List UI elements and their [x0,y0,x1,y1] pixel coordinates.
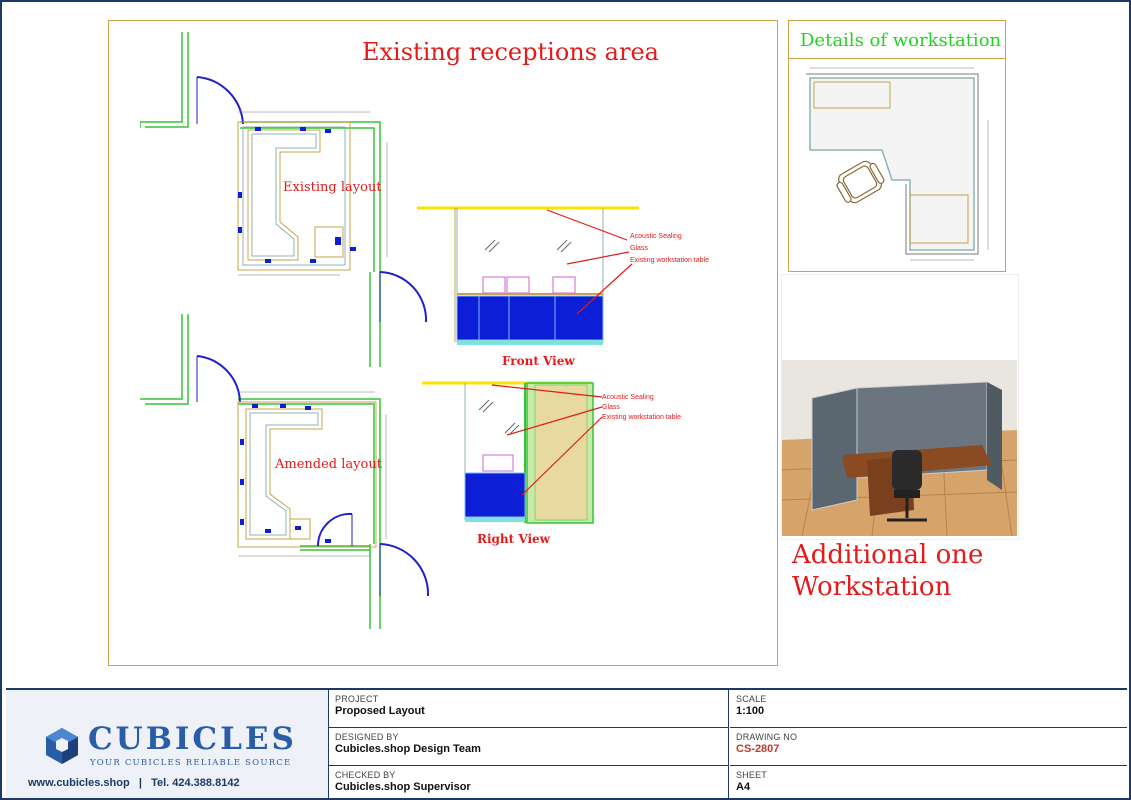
checked-by-label: CHECKED BY [335,770,396,780]
front-note-table: Existing workstation table [630,257,709,264]
cubicles-logo-icon [46,728,78,764]
right-note-glass: Glass [602,404,620,411]
front-note-glass: Glass [630,245,648,252]
right-note-table: Existing workstation table [602,414,681,421]
project-label: PROJECT [335,694,379,704]
logo-name: CUBICLES [88,721,297,757]
right-note-acoustic: Acoustic Sealing [602,394,654,401]
scale-cell: SCALE 1:100 [730,690,1127,728]
sheet-label: SHEET [736,770,768,780]
photo-caption-line1: Additional one [792,540,984,570]
title-block: CUBICLES YOUR CUBICLES RELIABLE SOURCE w… [6,688,1127,798]
project-cell: PROJECT Proposed Layout [329,690,729,728]
project-value: Proposed Layout [335,705,425,717]
front-note-acoustic: Acoustic Sealing [630,233,682,240]
amended-layout-label: Amended layout [275,457,382,472]
existing-layout-label: Existing layout [283,180,382,195]
front-view-label: Front View [502,354,575,368]
checked-by-value: Cubicles.shop Supervisor [335,781,471,793]
right-view-label: Right View [477,532,550,546]
designed-by-cell: DESIGNED BY Cubicles.shop Design Team [329,728,729,766]
main-title: Existing receptions area [362,38,659,66]
scale-value: 1:100 [736,705,765,717]
logo-tagline: YOUR CUBICLES RELIABLE SOURCE [90,758,292,768]
contact-info: www.cubicles.shop | Tel. 424.388.8142 [28,777,240,789]
scale-label: SCALE [736,694,767,704]
drawing-no-cell: DRAWING NO CS-2807 [730,728,1127,766]
photo-panel-frame [781,274,1019,540]
existing-layout-plan [140,32,428,367]
drawing-no-label: DRAWING NO [736,732,798,742]
main-drawing-frame [108,20,778,666]
right-view-elevation [422,381,603,524]
amended-layout-plan [140,314,430,629]
checked-by-cell: CHECKED BY Cubicles.shop Supervisor [329,766,729,798]
sheet-cell: SHEET A4 [730,766,1127,798]
designed-by-label: DESIGNED BY [335,732,399,742]
detail-panel-frame [788,20,1006,272]
photo-caption-line2: Workstation [792,572,952,602]
drawing-no-value: CS-2807 [736,743,780,755]
front-view-elevation [417,206,639,345]
detail-panel-divider [788,58,1006,59]
logo-cell: CUBICLES YOUR CUBICLES RELIABLE SOURCE w… [6,690,329,798]
office-chair-icon [836,160,885,204]
workstation-render-image [782,360,1017,536]
detail-panel-title: Details of workstation [800,30,1002,51]
sheet-value: A4 [736,781,751,793]
designed-by-value: Cubicles.shop Design Team [335,743,481,755]
workstation-detail-plan [806,67,989,261]
